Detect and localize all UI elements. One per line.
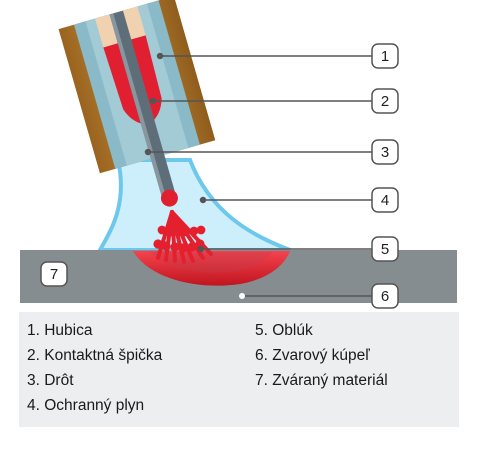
legend-item-weld-pool: 6. Zvarový kúpeľ — [255, 347, 370, 364]
callout-2: 2 — [371, 88, 399, 114]
callout-6: 6 — [371, 283, 399, 309]
callout-5: 5 — [371, 236, 399, 262]
callout-4: 4 — [371, 187, 399, 213]
legend-item-contact-tip: 2. Kontaktná špička — [27, 347, 163, 364]
weld-pool — [133, 251, 290, 286]
shielding-gas — [96, 158, 291, 252]
wire — [109, 10, 175, 196]
svg-text:4: 4 — [381, 192, 389, 209]
wire-droplet — [160, 189, 178, 207]
weld-pool-inner — [150, 252, 272, 273]
arc — [153, 210, 213, 264]
svg-text:6: 6 — [381, 288, 389, 305]
welding-torch — [58, 0, 216, 207]
callout-1: 1 — [371, 43, 399, 69]
legend-item-wire: 3. Drôt — [27, 372, 74, 389]
legend-item-arc: 5. Oblúk — [255, 322, 313, 339]
legend-item-base-material: 7. Zváraný materiál — [255, 372, 388, 389]
svg-text:3: 3 — [381, 144, 389, 161]
callout-3: 3 — [371, 139, 399, 165]
legend-item-shielding-gas: 4. Ochranný plyn — [27, 397, 145, 414]
material-badge: 7 — [40, 261, 68, 287]
svg-text:7: 7 — [50, 266, 58, 283]
svg-text:2: 2 — [381, 93, 389, 110]
svg-text:1: 1 — [381, 48, 389, 65]
leader-lines — [144, 52, 372, 299]
legend-item-nozzle: 1. Hubica — [27, 322, 93, 339]
welding-diagram: 1 2 3 4 5 6 7 — [20, 0, 457, 309]
legend-panel: 1. Hubica 2. Kontaktná špička 3. Drôt 4.… — [19, 312, 459, 427]
svg-text:5: 5 — [381, 241, 389, 258]
